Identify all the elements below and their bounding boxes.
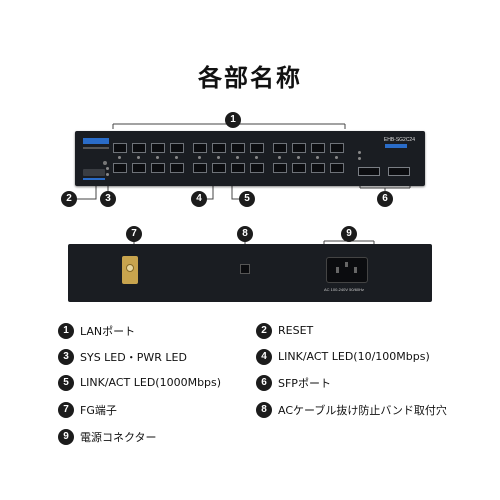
lan-port-13[interactable] — [231, 143, 245, 153]
legend-item-5: 5 LINK/ACT LED(1000Mbps) — [58, 372, 222, 391]
lan-port-11[interactable] — [212, 143, 226, 153]
brand-logo — [83, 138, 109, 144]
lan-port-20[interactable] — [292, 163, 306, 173]
legend-item-2: 2 RESET — [256, 320, 314, 339]
model-label: EHB-SG2C24 — [383, 137, 415, 143]
lan-port-12[interactable] — [212, 163, 226, 173]
lan-port-1[interactable] — [113, 143, 127, 153]
link-led — [156, 156, 159, 159]
link-led — [137, 156, 140, 159]
legend-number: 9 — [58, 428, 74, 445]
switch-back-panel: AC 100-240V 50/60Hz — [68, 244, 432, 302]
legend-number: 4 — [256, 348, 272, 365]
legend-label: SYS LED・PWR LED — [80, 350, 187, 364]
legend-item-6: 6 SFPポート — [256, 372, 331, 391]
lan-port-15[interactable] — [250, 143, 264, 153]
legend-item-9: 9 電源コネクター — [58, 426, 157, 445]
callout-5: 5 — [239, 191, 255, 207]
legend-number: 1 — [58, 322, 74, 339]
lan-port-23[interactable] — [330, 143, 344, 153]
callout-8: 8 — [237, 226, 253, 242]
pwr-led — [106, 173, 109, 176]
legend-item-1: 1 LANポート — [58, 320, 136, 339]
legend-number: 5 — [58, 374, 74, 391]
page-title: 各部名称 — [198, 64, 302, 92]
lan-port-10[interactable] — [193, 163, 207, 173]
giga-badge — [83, 169, 105, 176]
lan-port-19[interactable] — [292, 143, 306, 153]
legend-label: SFPポート — [278, 376, 331, 390]
legend-label: FG端子 — [80, 403, 117, 417]
legend-number: 2 — [256, 322, 272, 339]
power-connector — [326, 257, 368, 283]
lan-port-3[interactable] — [132, 143, 146, 153]
ac-rating-label: AC 100-240V 50/60Hz — [324, 287, 365, 292]
lan-port-6[interactable] — [151, 163, 165, 173]
legend-number: 3 — [58, 348, 74, 365]
link-led — [118, 156, 121, 159]
sfp-port-2[interactable] — [388, 167, 410, 176]
model-badge — [385, 144, 407, 148]
giga-badge-stripe — [83, 178, 105, 180]
legend-item-7: 7 FG端子 — [58, 399, 117, 418]
callout-1: 1 — [225, 112, 241, 128]
link-led — [175, 156, 178, 159]
lan-port-5[interactable] — [151, 143, 165, 153]
callout-4: 4 — [191, 191, 207, 207]
sfp-led-2 — [358, 157, 361, 160]
legend-item-3: 3 SYS LED・PWR LED — [58, 346, 187, 365]
callout-2: 2 — [61, 191, 77, 207]
lan-port-17[interactable] — [273, 143, 287, 153]
legend-number: 6 — [256, 374, 272, 391]
legend-label: RESET — [278, 324, 314, 337]
legend-label: LINK/ACT LED(10/100Mbps) — [278, 350, 430, 363]
reset-button[interactable] — [103, 161, 107, 165]
brand-subtitle — [83, 147, 109, 149]
callout-6: 6 — [377, 191, 393, 207]
link-led — [316, 156, 319, 159]
sfp-led-1 — [358, 151, 361, 154]
lan-port-2[interactable] — [113, 163, 127, 173]
legend-item-4: 4 LINK/ACT LED(10/100Mbps) — [256, 346, 430, 365]
lan-port-14[interactable] — [231, 163, 245, 173]
link-led — [217, 156, 220, 159]
link-led — [236, 156, 239, 159]
link-led — [255, 156, 258, 159]
sfp-port-1[interactable] — [358, 167, 380, 176]
lan-port-8[interactable] — [170, 163, 184, 173]
lan-port-4[interactable] — [132, 163, 146, 173]
lan-port-21[interactable] — [311, 143, 325, 153]
legend-item-8: 8 ACケーブル抜け防止バンド取付穴 — [256, 399, 447, 418]
link-led — [278, 156, 281, 159]
callout-3: 3 — [100, 191, 116, 207]
legend-number: 7 — [58, 401, 74, 418]
link-led — [297, 156, 300, 159]
link-led — [198, 156, 201, 159]
link-led — [335, 156, 338, 159]
fg-terminal — [122, 256, 138, 284]
legend-number: 8 — [256, 401, 272, 418]
sys-led — [106, 167, 109, 170]
legend-label: LINK/ACT LED(1000Mbps) — [80, 376, 222, 389]
legend-label: ACケーブル抜け防止バンド取付穴 — [278, 403, 447, 417]
lan-port-22[interactable] — [311, 163, 325, 173]
lan-port-24[interactable] — [330, 163, 344, 173]
band-hole — [240, 264, 250, 274]
legend-label: LANポート — [80, 324, 136, 338]
lan-port-16[interactable] — [250, 163, 264, 173]
callout-9: 9 — [341, 226, 357, 242]
lan-port-7[interactable] — [170, 143, 184, 153]
switch-front-panel: EHB-SG2C24 — [75, 131, 425, 186]
lan-port-18[interactable] — [273, 163, 287, 173]
legend-label: 電源コネクター — [80, 430, 157, 444]
lan-port-9[interactable] — [193, 143, 207, 153]
callout-7: 7 — [126, 226, 142, 242]
